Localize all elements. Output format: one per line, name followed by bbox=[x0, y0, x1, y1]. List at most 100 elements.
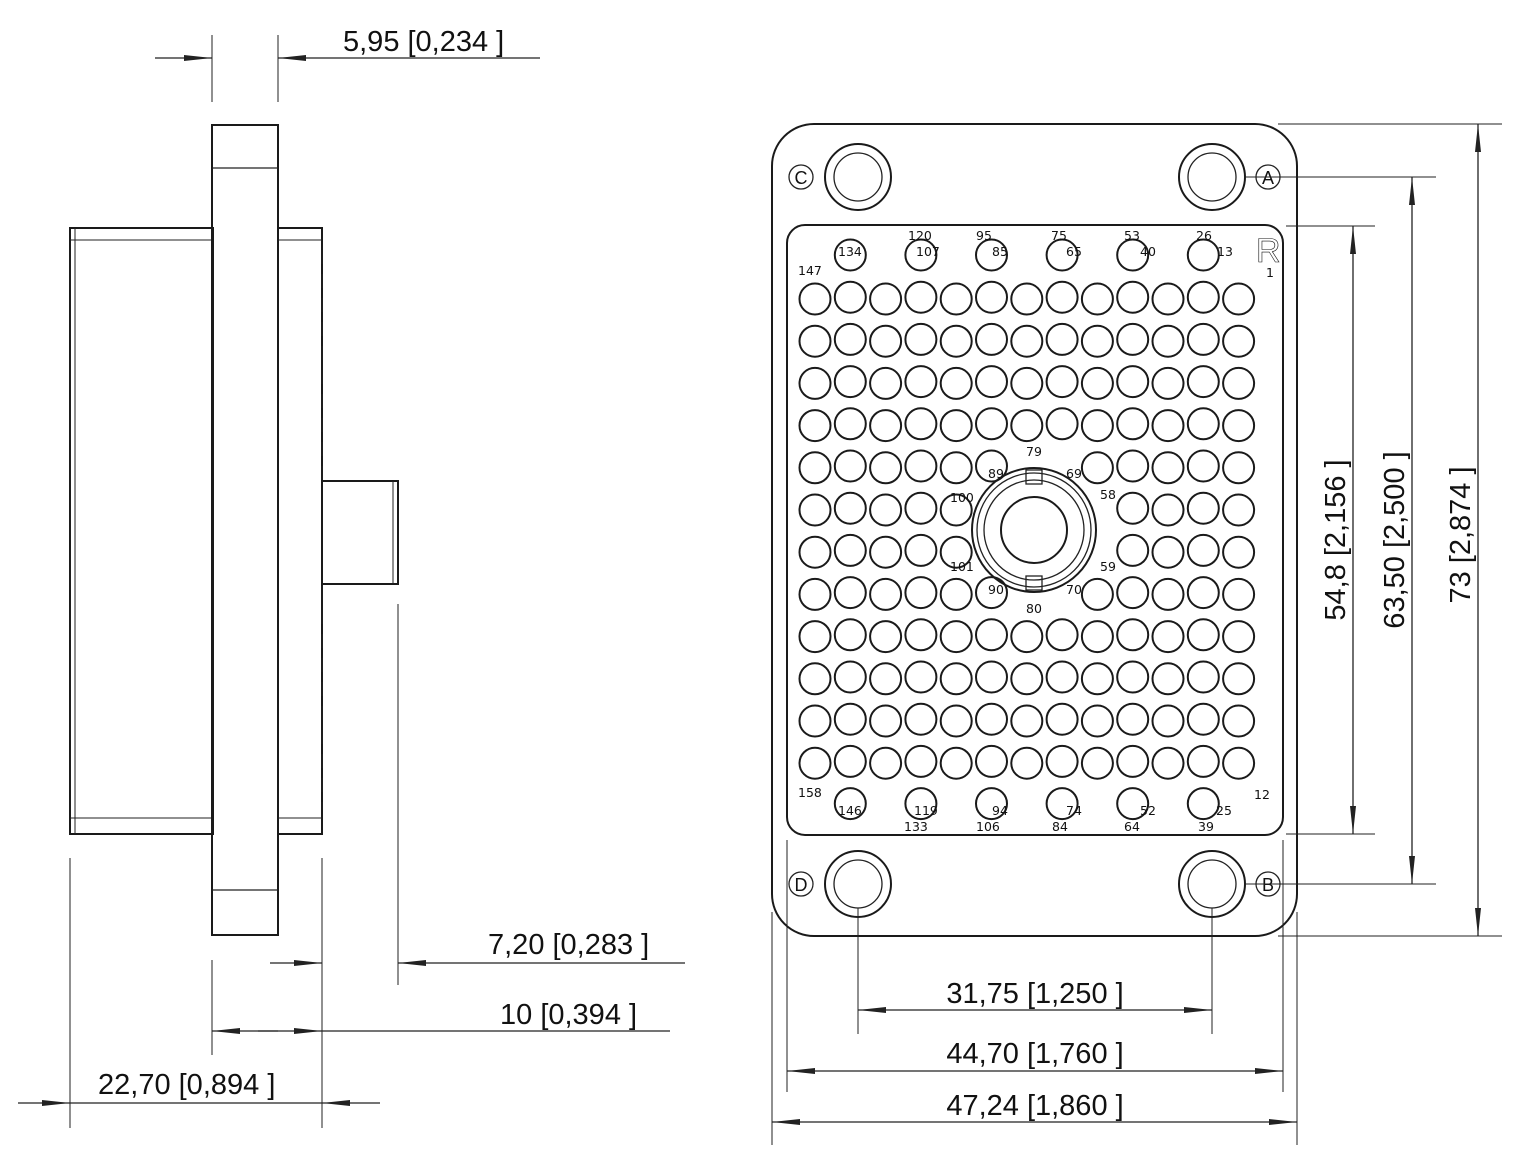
contact-cavity bbox=[798, 451, 832, 485]
contact-cavity bbox=[869, 704, 903, 738]
contact-cavity bbox=[1010, 324, 1044, 358]
contact-cavity bbox=[1010, 282, 1044, 316]
contact-cavity bbox=[975, 702, 1008, 736]
contact-cavity bbox=[1045, 407, 1079, 441]
contact-cavity bbox=[1222, 493, 1256, 527]
contact-cavity bbox=[975, 322, 1008, 356]
contact-cavity bbox=[869, 409, 903, 443]
contact-cavity bbox=[1186, 407, 1220, 441]
contact-cavity bbox=[1010, 662, 1044, 696]
front-view: C A D B R 1 12 13 25 26 39 40 52 5 bbox=[771, 123, 1502, 1145]
contact-cavity bbox=[1080, 282, 1114, 316]
contact-cavity bbox=[1151, 577, 1185, 611]
contact-cavity bbox=[869, 577, 903, 611]
coax-boss bbox=[321, 480, 399, 585]
contact-cavity bbox=[975, 365, 1008, 399]
contact-grid bbox=[798, 238, 1256, 821]
corner-label-c: C bbox=[795, 168, 808, 188]
pin-label: 53 bbox=[1124, 228, 1140, 243]
contact-cavity bbox=[904, 238, 938, 272]
pin-label: 13 bbox=[1217, 244, 1233, 259]
contact-cavity bbox=[833, 744, 867, 778]
pin-label: 106 bbox=[976, 819, 1000, 834]
contact-cavity bbox=[833, 533, 867, 567]
contact-cavity bbox=[1151, 409, 1185, 443]
pin-label: 147 bbox=[798, 263, 822, 278]
contact-cavity bbox=[904, 744, 938, 778]
contact-cavity bbox=[975, 280, 1008, 314]
corner-label-b: B bbox=[1262, 875, 1274, 895]
pin-label: 120 bbox=[908, 228, 932, 243]
contact-cavity bbox=[1080, 409, 1114, 443]
contact-cavity bbox=[1045, 787, 1079, 821]
contact-cavity bbox=[939, 662, 973, 696]
dim-flange-thickness: 5,95 [0,234 ] bbox=[343, 26, 504, 58]
front-insert bbox=[277, 227, 323, 835]
contact-cavity bbox=[1222, 282, 1256, 316]
contact-cavity bbox=[1222, 704, 1256, 738]
mount-hole-a bbox=[1178, 143, 1246, 211]
contact-cavity bbox=[833, 449, 867, 483]
contact-cavity bbox=[1080, 620, 1114, 654]
contact-cavity bbox=[1116, 744, 1150, 778]
dim-flange-height: 73 [2,874 ] bbox=[1445, 466, 1477, 603]
contact-cavity bbox=[1080, 324, 1114, 358]
pin-label: 101 bbox=[950, 559, 974, 574]
pin-label: 133 bbox=[904, 819, 928, 834]
contact-cavity bbox=[1045, 618, 1079, 652]
contact-cavity bbox=[869, 662, 903, 696]
contact-cavity bbox=[1045, 238, 1079, 272]
contact-cavity bbox=[1116, 787, 1150, 821]
contact-cavity bbox=[1116, 449, 1150, 483]
contact-cavity bbox=[1222, 662, 1256, 696]
pin-label: 39 bbox=[1198, 819, 1214, 834]
contact-cavity bbox=[798, 577, 832, 611]
contact-cavity bbox=[1080, 577, 1114, 611]
contact-cavity bbox=[798, 282, 832, 316]
dim-mount-hole-spacing-x: 31,75 [1,250 ] bbox=[946, 978, 1123, 1010]
contact-cavity bbox=[1222, 746, 1256, 780]
contact-cavity bbox=[939, 535, 973, 569]
contact-cavity bbox=[798, 662, 832, 696]
pin-label: 74 bbox=[1066, 803, 1082, 818]
contact-cavity bbox=[1151, 451, 1185, 485]
contact-cavity bbox=[1222, 620, 1256, 654]
contact-cavity bbox=[904, 787, 938, 821]
contact-cavity bbox=[833, 702, 867, 736]
contact-cavity bbox=[1116, 660, 1150, 694]
contact-cavity bbox=[833, 660, 867, 694]
corner-label-d: D bbox=[795, 875, 808, 895]
contact-cavity bbox=[904, 702, 938, 736]
contact-cavity bbox=[833, 238, 867, 272]
contact-cavity bbox=[975, 238, 1008, 272]
flange-outline bbox=[771, 123, 1298, 937]
contact-cavity bbox=[904, 365, 938, 399]
contact-cavity bbox=[1010, 704, 1044, 738]
contact-cavity bbox=[869, 451, 903, 485]
contact-cavity bbox=[939, 366, 973, 400]
pin-label: 119 bbox=[914, 803, 938, 818]
mount-hole-c bbox=[824, 143, 892, 211]
pin-label: 12 bbox=[1254, 787, 1270, 802]
pin-label: 69 bbox=[1066, 466, 1082, 481]
contact-cavity bbox=[1151, 620, 1185, 654]
contact-cavity bbox=[1222, 451, 1256, 485]
contact-cavity bbox=[939, 493, 973, 527]
contact-cavity bbox=[1116, 618, 1150, 652]
dim-overall-depth: 22,70 [0,894 ] bbox=[98, 1069, 275, 1101]
dim-insert-height: 54,8 [2,156 ] bbox=[1320, 459, 1352, 620]
contact-cavity bbox=[833, 322, 867, 356]
pin-label: 84 bbox=[1052, 819, 1068, 834]
dim-insert-width: 44,70 [1,760 ] bbox=[946, 1038, 1123, 1070]
contact-cavity bbox=[904, 449, 938, 483]
contact-cavity bbox=[798, 409, 832, 443]
contact-cavity bbox=[1010, 366, 1044, 400]
insert-outline bbox=[786, 224, 1284, 836]
contact-cavity bbox=[798, 324, 832, 358]
pin-label: 134 bbox=[838, 244, 862, 259]
contact-cavity bbox=[904, 322, 938, 356]
pin-label: 26 bbox=[1196, 228, 1212, 243]
contact-cavity bbox=[1116, 407, 1150, 441]
pin-label: 100 bbox=[950, 490, 974, 505]
pin-label: 107 bbox=[916, 244, 940, 259]
